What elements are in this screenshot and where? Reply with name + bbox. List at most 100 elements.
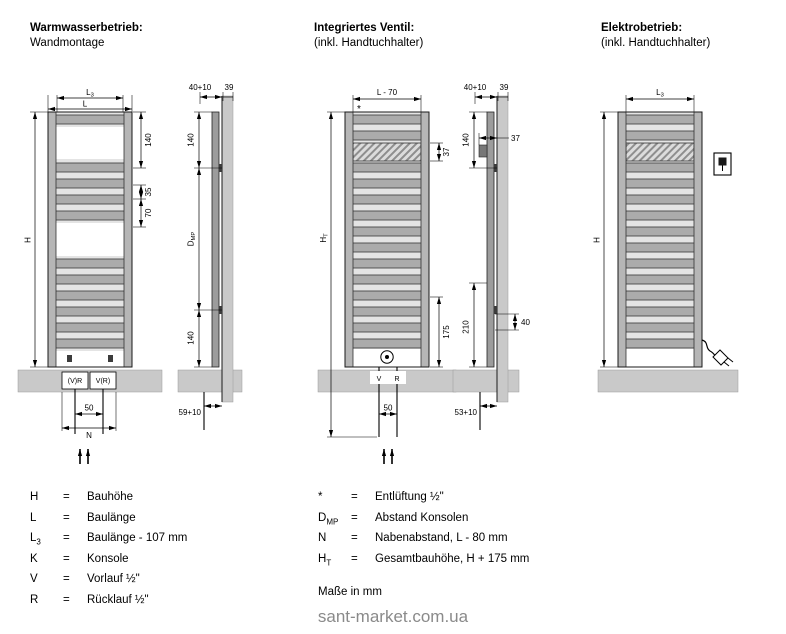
drawing-warmwasser-side: 40+10 39 140 DMP 140 59+10 [177, 83, 243, 430]
legend-description: Entlüftung ½" [375, 491, 444, 503]
legend-equals: = [63, 491, 70, 503]
dim-40-label: 40 [521, 318, 530, 327]
watermark: sant-market.com.ua [317, 607, 469, 626]
collector-right [693, 111, 703, 368]
radiator-window-middle [56, 223, 124, 256]
legend-equals: = [63, 511, 70, 524]
dim-175-label: 175 [442, 325, 451, 339]
label-background [370, 371, 406, 384]
dim-n-label: N [86, 431, 92, 440]
section-subtitle: Wandmontage [30, 37, 105, 49]
legend-symbol: K [30, 552, 38, 565]
wall-section [496, 95, 509, 403]
legend-description: Gesamtbauhöhe, H + 175 mm [375, 552, 530, 565]
legend-equals: = [63, 593, 70, 606]
legend-symbol: L [30, 511, 37, 524]
legend-description: Rücklauf ½" [87, 593, 149, 606]
section-title: Elektrobetrieb: [601, 22, 683, 34]
dim-offset-label: 40+10 [189, 83, 212, 92]
legend-equals: = [351, 511, 358, 524]
connection-label-left: (V)R [68, 378, 82, 385]
drawing-elektro-front: L3 H [593, 88, 739, 393]
legend-equals: = [63, 573, 70, 586]
valve-center [385, 355, 389, 359]
collector-left [617, 111, 627, 368]
legend-symbol: R [30, 593, 39, 606]
heating-element-icon [713, 152, 732, 176]
floor-section [597, 369, 739, 393]
drawing-warmwasser-front: L3 L 140 35 70 H (V)R V(R) [17, 88, 163, 464]
legend-equals: = [63, 532, 70, 545]
legend-symbol: L3 [30, 532, 41, 547]
radiator-outline [344, 111, 430, 368]
radiator-profile [211, 111, 220, 368]
legend-symbol: N [318, 532, 327, 545]
legend-item: L3 = Baulänge - 107 mm [30, 530, 187, 551]
legend-equals: = [351, 532, 358, 545]
radiator-bottom-strip [56, 351, 124, 367]
legend-symbol: DMP [318, 511, 339, 526]
legend-item: K=Konsole [30, 551, 187, 572]
dim-h-label: H [24, 237, 33, 243]
legend-description: Abstand Konsolen [375, 511, 469, 524]
radiator-outline [617, 111, 703, 368]
dim-140-label: 140 [144, 133, 153, 147]
legend-symbol: * [318, 491, 323, 503]
dim-l70-label: L - 70 [377, 88, 398, 97]
floor-section [452, 369, 520, 393]
section-header-warmwasser: Warmwasserbetrieb: Wandmontage [30, 21, 143, 51]
legend-description: Baulänge - 107 mm [87, 532, 188, 545]
bracket-bottom [494, 306, 497, 314]
dim-ht-label: HT [319, 233, 330, 243]
dim-140-bottom-label: 140 [187, 331, 196, 345]
dim-l-label: L [83, 100, 88, 109]
legend-item: HT=Gesamtbauhöhe, H + 175 mm [318, 551, 529, 572]
legend-description: Konsole [87, 552, 129, 565]
towel-holder [352, 142, 422, 162]
collector-right [123, 111, 133, 368]
legend-symbol: V [30, 573, 38, 586]
dim-l3-label: L3 [656, 88, 664, 99]
section-subtitle: (inkl. Handtuchhalter) [601, 37, 711, 49]
units-note: Maße in mm [318, 586, 382, 599]
section-header-elektro: Elektrobetrieb: (inkl. Handtuchhalter) [601, 21, 710, 51]
legend-description: Bauhöhe [87, 491, 134, 503]
legend-item: *=Entlüftung ½" [318, 489, 529, 510]
dim-140-top-label: 140 [187, 133, 196, 147]
collector-right [420, 111, 430, 368]
legend-item: V=Vorlauf ½" [30, 571, 187, 592]
legend-description: Nabenabstand, L - 80 mm [375, 532, 508, 545]
towel-bar-profile [478, 144, 488, 158]
dim-depth-label: 39 [500, 83, 509, 92]
vent-marker: * [357, 104, 361, 115]
dim-35-label: 35 [144, 187, 153, 196]
radiator-window-top [56, 127, 124, 159]
console-mark-left [67, 355, 72, 362]
legend-symbol: H [30, 491, 39, 503]
dim-bottom-label: 53+10 [455, 408, 478, 417]
collector-left [47, 111, 57, 368]
drawing-ventil-front: L - 70 * 37 HT 175 V R 50 [317, 88, 457, 464]
label-v: V [377, 376, 382, 383]
dim-offset-label: 40+10 [464, 83, 487, 92]
collector-left [344, 111, 354, 368]
radiator-bottom-strip [626, 349, 694, 367]
dim-140-label: 140 [462, 133, 471, 147]
dim-h-label: H [593, 237, 602, 243]
dim-50-label: 50 [85, 404, 94, 413]
dim-37-label: 37 [511, 134, 520, 143]
section-subtitle: (inkl. Handtuchhalter) [314, 37, 424, 49]
dim-70-label: 70 [144, 208, 153, 217]
legend-item: N = Nabenabstand, L - 80 mm [318, 530, 529, 551]
dim-50-label: 50 [384, 404, 393, 413]
wall-section [221, 95, 234, 403]
section-header-ventil: Integriertes Ventil: (inkl. Handtuchhalt… [314, 21, 423, 51]
console-mark-right [108, 355, 113, 362]
legend-left: H=Bauhöhe L=Baulänge L3=Baulänge - 107 m… [30, 489, 187, 613]
legend-item: R = Rücklauf ½" [30, 592, 187, 613]
legend-item: H = Bauhöhe [30, 489, 187, 510]
section-title: Warmwasserbetrieb: [30, 22, 143, 34]
legend-right: *=Entlüftung ½" DMP=Abstand Konsolen N=N… [318, 489, 529, 601]
dim-37-label: 37 [442, 147, 451, 156]
